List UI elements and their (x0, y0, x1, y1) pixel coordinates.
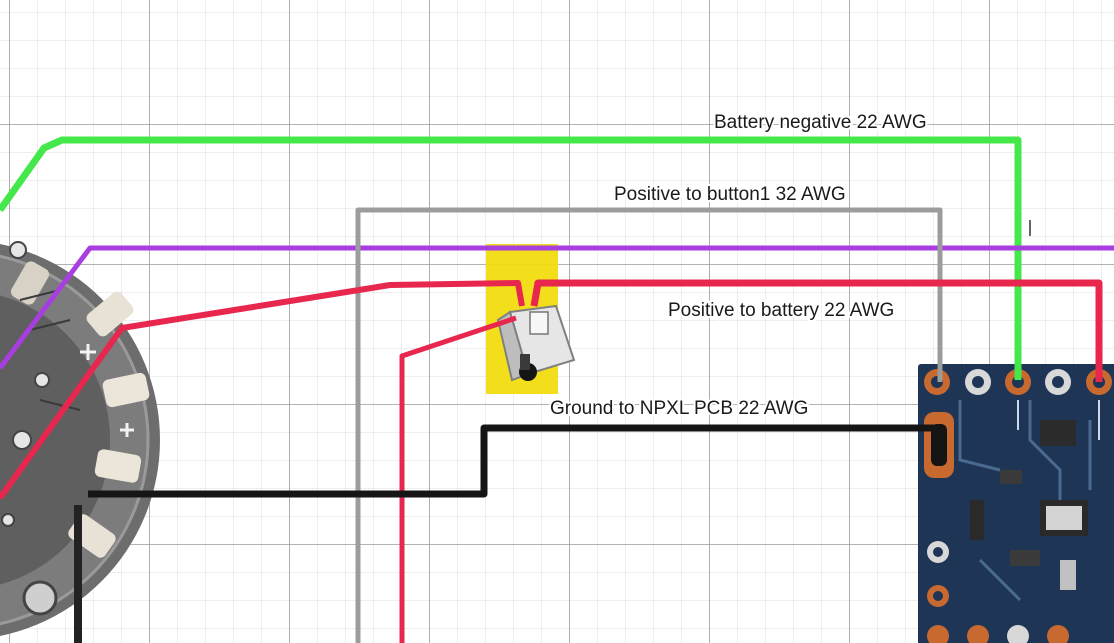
label-battery-negative: Battery negative 22 AWG (714, 112, 927, 133)
label-ground-npxl: Ground to NPXL PCB 22 AWG (550, 398, 808, 419)
wire-red-down (399, 315, 517, 643)
wire-ground-npxl (88, 424, 938, 498)
label-positive-button: Positive to button1 32 AWG (614, 184, 846, 205)
slide-switch (486, 244, 576, 394)
wire-positive-battery (530, 279, 1103, 382)
wire-red-ring (0, 280, 525, 500)
wire-positive-button (355, 207, 943, 643)
npxl-pcb (918, 364, 1114, 643)
wire-purple (0, 245, 1114, 370)
wire-battery-negative (0, 136, 1022, 380)
led-ring-board (0, 241, 160, 643)
wires (0, 136, 1114, 643)
label-positive-battery: Positive to battery 22 AWG (668, 300, 894, 321)
